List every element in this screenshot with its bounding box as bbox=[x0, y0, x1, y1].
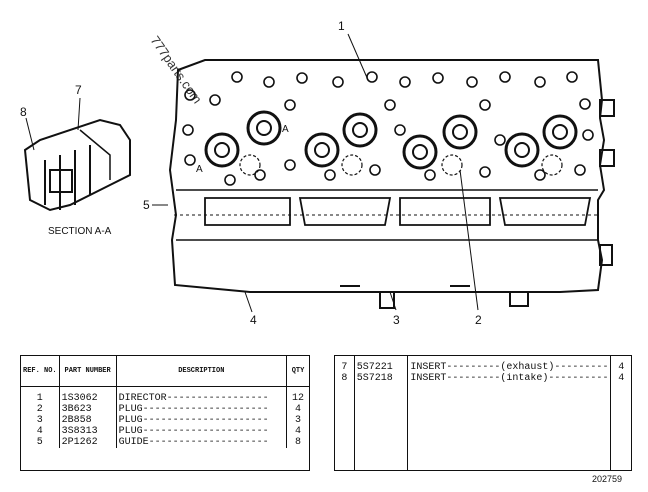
part-number-cell: 2B858 bbox=[59, 415, 117, 426]
description-cell: GUIDE-------------------- bbox=[116, 437, 288, 448]
cylinder-head bbox=[168, 59, 615, 309]
ref-cell: 8 bbox=[335, 373, 355, 384]
table-row: 8 5S7218 INSERT---------(intake)--------… bbox=[335, 373, 631, 384]
header-ref: REF. NO. bbox=[21, 356, 60, 387]
callout-5: 5 bbox=[143, 198, 150, 212]
figure-number: 202759 bbox=[592, 474, 623, 484]
header-description: DESCRIPTION bbox=[116, 356, 288, 387]
callout-2: 2 bbox=[475, 313, 482, 327]
callout-8: 8 bbox=[20, 105, 27, 119]
ref-cell: 7 bbox=[335, 356, 355, 373]
table-row: 5 2P1262 GUIDE-------------------- 8 bbox=[21, 437, 309, 448]
table-row-empty bbox=[335, 384, 631, 470]
header-qty: QTY bbox=[286, 356, 309, 387]
empty-cell bbox=[335, 384, 355, 470]
parts-table-right: 7 5S7221 INSERT---------(exhaust)-------… bbox=[334, 355, 632, 471]
section-marker-lower: A bbox=[196, 164, 203, 175]
part-number-cell: 3S8313 bbox=[59, 426, 117, 437]
ref-cell: 4 bbox=[21, 426, 60, 437]
table-row: 4 3S8313 PLUG--------------------- 4 bbox=[21, 426, 309, 437]
empty-cell bbox=[611, 384, 631, 470]
ref-cell: 3 bbox=[21, 415, 60, 426]
empty-cell bbox=[354, 384, 409, 470]
description-cell: PLUG--------------------- bbox=[116, 426, 288, 437]
part-number-cell: 5S7218 bbox=[354, 373, 409, 384]
section-label: SECTION A-A bbox=[48, 226, 112, 237]
valve-seats bbox=[204, 110, 578, 170]
header-part-number: PART NUMBER bbox=[59, 356, 117, 387]
ref-cell: 1 bbox=[21, 386, 60, 404]
description-cell: PLUG--------------------- bbox=[116, 415, 288, 426]
section-marker-upper: A bbox=[282, 124, 289, 135]
callout-4: 4 bbox=[250, 313, 257, 327]
table-row: 3 2B858 PLUG--------------------- 3 bbox=[21, 415, 309, 426]
description-cell: DIRECTOR----------------- bbox=[116, 386, 288, 404]
part-number-cell: 1S3062 bbox=[59, 386, 117, 404]
section-view bbox=[23, 118, 131, 212]
part-number-cell: 3B623 bbox=[59, 404, 117, 415]
empty-cell bbox=[407, 384, 612, 470]
part-number-cell: 5S7221 bbox=[354, 356, 409, 373]
ref-cell: 2 bbox=[21, 404, 60, 415]
qty-cell: 4 bbox=[294, 404, 301, 415]
callout-7: 7 bbox=[75, 83, 82, 97]
qty-cell: 3 bbox=[294, 415, 301, 426]
ref-cell: 5 bbox=[21, 437, 60, 448]
qty-cell: 8 bbox=[294, 437, 301, 448]
description-cell: INSERT---------(intake)---------- bbox=[407, 373, 612, 384]
description-cell: PLUG--------------------- bbox=[116, 404, 288, 415]
part-number-cell: 2P1262 bbox=[59, 437, 117, 448]
bolt-holes bbox=[182, 71, 594, 186]
cylinder-head-diagram: 777parts.com bbox=[20, 19, 615, 327]
qty-cell: 4 bbox=[618, 362, 625, 373]
callout-1: 1 bbox=[338, 19, 345, 33]
callout-3: 3 bbox=[393, 313, 400, 327]
qty-cell: 4 bbox=[294, 426, 301, 437]
table-row: 7 5S7221 INSERT---------(exhaust)-------… bbox=[335, 356, 631, 373]
table-row: 2 3B623 PLUG--------------------- 4 bbox=[21, 404, 309, 415]
description-cell: INSERT---------(exhaust)--------- bbox=[407, 356, 612, 373]
dashed-bores bbox=[239, 154, 563, 176]
table-row: 1 1S3062 DIRECTOR----------------- 12 bbox=[21, 386, 309, 404]
qty-cell: 12 bbox=[291, 393, 304, 404]
callout-leaders bbox=[25, 33, 479, 313]
qty-cell: 4 bbox=[618, 373, 625, 384]
parts-table-left: REF. NO. PART NUMBER DESCRIPTION QTY 1 1… bbox=[20, 355, 310, 471]
